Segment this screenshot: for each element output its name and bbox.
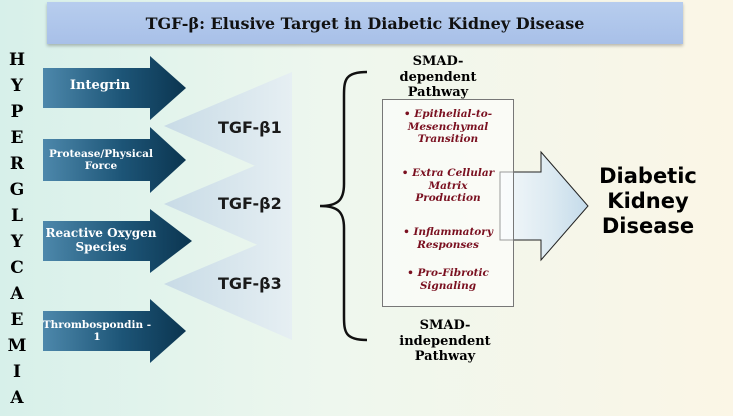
side-letter: A	[10, 388, 24, 408]
input-label-ros: Reactive Oxygen Species	[45, 226, 157, 254]
curly-brace	[319, 70, 368, 342]
side-letter: P	[10, 102, 24, 122]
effect-profibrotic: • Pro-Fibrotic Signaling	[407, 267, 489, 292]
side-letter: H	[8, 50, 26, 70]
smad-dependent-pathway: SMAD-dependent Pathway	[399, 54, 477, 101]
side-letter: R	[9, 154, 25, 174]
side-letter: A	[10, 284, 24, 304]
effect-ecm: • Extra Cellular Matrix Production	[401, 167, 495, 205]
side-letter: Y	[10, 232, 24, 252]
tgf-beta3-label: TGF-β3	[218, 274, 282, 293]
input-arrow-protease	[43, 127, 186, 193]
input-label-protease: Protease/Physical Force	[49, 148, 153, 173]
tgf-beta1-triangle	[164, 72, 292, 182]
hyperglycaemia-label: H Y P E R G L Y C A E M I A	[2, 50, 32, 408]
side-letter: Y	[10, 76, 24, 96]
side-letter: E	[10, 128, 24, 148]
side-letter: L	[11, 206, 23, 226]
tgf-beta2-label: TGF-β2	[218, 194, 282, 213]
side-letter: G	[9, 180, 25, 200]
side-letter: E	[10, 310, 24, 330]
side-letter: I	[13, 362, 21, 382]
input-label-thrombospondin: Thrombospondin - 1	[42, 319, 152, 344]
effect-emt: • Epithelial-to- Mesenchymal Transition	[403, 108, 493, 146]
diagram-title: TGF-β: Elusive Target in Diabetic Kidney…	[47, 2, 683, 44]
input-arrow-integrin	[43, 56, 186, 120]
side-letter: M	[7, 336, 27, 356]
tgf-beta1-label: TGF-β1	[218, 118, 282, 137]
tgf-beta3-triangle	[164, 230, 292, 340]
input-arrow-ros	[43, 209, 192, 273]
outcome-diabetic-kidney-disease: Diabetic Kidney Disease	[599, 164, 697, 239]
input-arrow-thrombospondin	[43, 299, 186, 363]
input-label-integrin: Integrin	[69, 78, 131, 93]
effect-inflammatory: • Inflammatory Responses	[403, 226, 493, 251]
smad-independent-pathway: SMAD-independent Pathway	[399, 318, 491, 365]
side-letter: C	[10, 258, 24, 278]
downstream-effects-box: • Epithelial-to- Mesenchymal Transition …	[382, 99, 514, 307]
tgf-beta2-triangle	[164, 150, 292, 260]
